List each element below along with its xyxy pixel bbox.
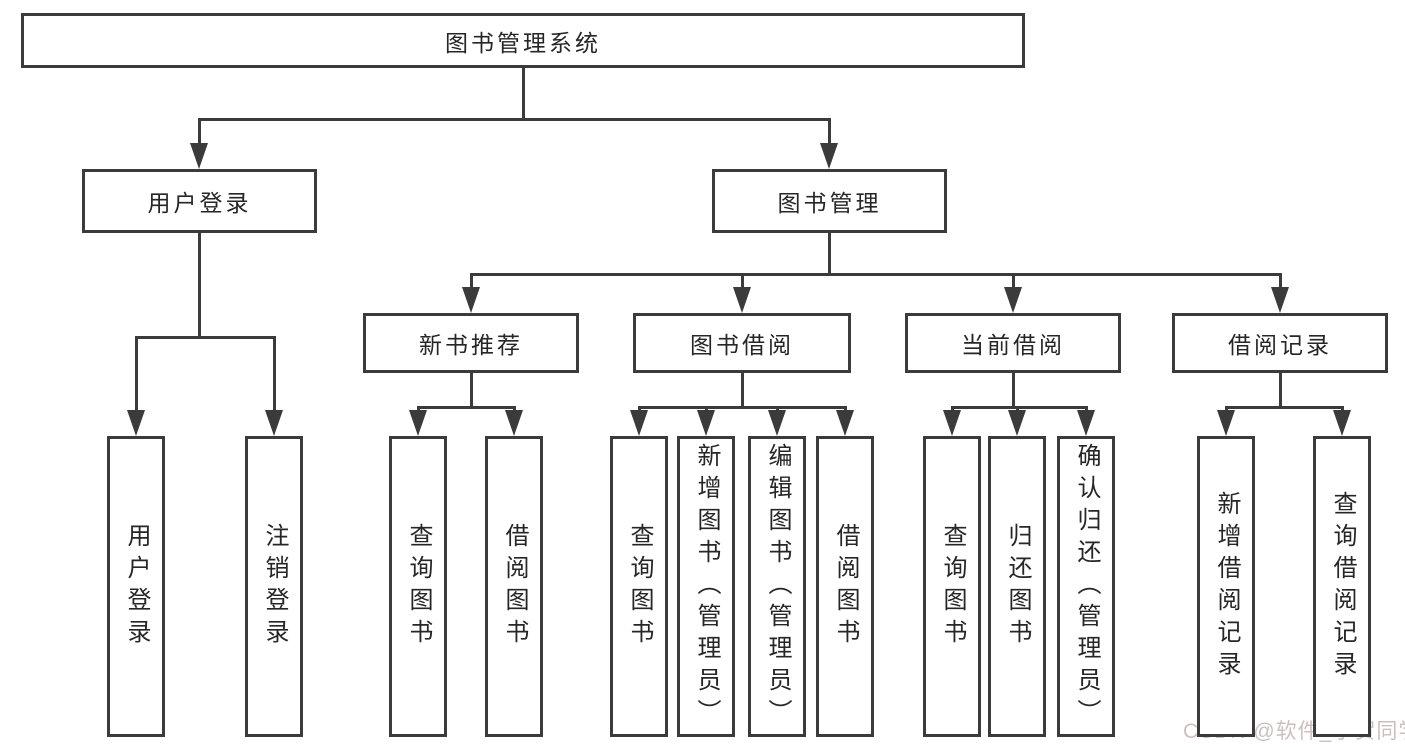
node-return-books: 归还图书 bbox=[988, 436, 1046, 737]
connector-arrowhead bbox=[820, 143, 838, 169]
connector-arrowhead bbox=[127, 410, 145, 436]
node-borrow-books-1: 借阅图书 bbox=[485, 436, 543, 737]
node-label: 归还图书 bbox=[1004, 522, 1031, 651]
node-add-borrow-record: 新增借阅记录 bbox=[1197, 436, 1255, 737]
node-label: 确认归还（管理员） bbox=[1073, 442, 1100, 731]
node-query-books-2: 查询图书 bbox=[610, 436, 668, 737]
node-label: 查询借阅记录 bbox=[1329, 490, 1356, 683]
node-edit-books-admin: 编辑图书（管理员） bbox=[748, 436, 806, 737]
connector-arrowhead bbox=[1217, 410, 1235, 436]
connector-arrowhead bbox=[1008, 410, 1026, 436]
node-label: 图书管理 bbox=[777, 190, 882, 216]
node-book-management: 图书管理 bbox=[712, 169, 947, 233]
connector-arrowhead bbox=[1077, 410, 1095, 436]
connector-line bbox=[469, 373, 473, 409]
node-new-book-recommend: 新书推荐 bbox=[363, 313, 579, 373]
connector-arrowhead bbox=[943, 410, 961, 436]
node-label: 查询图书 bbox=[626, 522, 653, 651]
connector-arrowhead bbox=[697, 410, 715, 436]
node-label: 查询图书 bbox=[405, 522, 432, 651]
connector-arrowhead bbox=[190, 143, 208, 169]
connector-line bbox=[740, 373, 744, 409]
connector-line bbox=[134, 336, 138, 430]
node-label: 借阅记录 bbox=[1228, 332, 1332, 358]
node-current-borrowing: 当前借阅 bbox=[905, 313, 1121, 373]
connector-line bbox=[1224, 406, 1344, 409]
node-label: 图书借阅 bbox=[690, 332, 794, 358]
node-label: 查询图书 bbox=[939, 522, 966, 651]
connector-line bbox=[1011, 373, 1015, 409]
node-query-books-1: 查询图书 bbox=[389, 436, 447, 737]
connector-arrowhead bbox=[462, 287, 480, 313]
connector-line bbox=[950, 406, 1088, 409]
node-label: 新增借阅记录 bbox=[1213, 490, 1240, 683]
connector-line bbox=[134, 336, 276, 339]
connector-line bbox=[827, 118, 831, 163]
connector-arrowhead bbox=[836, 410, 854, 436]
node-label: 用户登录 bbox=[123, 522, 150, 651]
node-root: 图书管理系统 bbox=[21, 13, 1025, 68]
node-label: 用户登录 bbox=[147, 190, 252, 216]
node-label: 新书推荐 bbox=[419, 332, 523, 358]
connector-arrowhead bbox=[733, 287, 751, 313]
connector-arrowhead bbox=[505, 410, 523, 436]
connector-arrowhead bbox=[768, 410, 786, 436]
node-logout-leaf: 注销登录 bbox=[245, 436, 303, 737]
connector-line bbox=[521, 68, 525, 121]
node-add-books-admin: 新增图书（管理员） bbox=[677, 436, 735, 737]
node-label: 编辑图书（管理员） bbox=[764, 442, 791, 731]
node-label: 借阅图书 bbox=[832, 522, 859, 651]
node-user-login-leaf: 用户登录 bbox=[107, 436, 165, 737]
node-book-borrowing: 图书借阅 bbox=[633, 313, 851, 373]
connector-arrowhead bbox=[630, 410, 648, 436]
node-borrowing-records: 借阅记录 bbox=[1172, 313, 1388, 373]
connector-line bbox=[197, 233, 201, 339]
connector-arrowhead bbox=[409, 410, 427, 436]
node-label: 注销登录 bbox=[261, 522, 288, 651]
node-borrow-books-2: 借阅图书 bbox=[816, 436, 874, 737]
connector-line bbox=[197, 118, 831, 121]
connector-line bbox=[827, 233, 831, 276]
connector-line bbox=[637, 406, 847, 409]
node-label: 借阅图书 bbox=[501, 522, 528, 651]
node-label: 图书管理系统 bbox=[445, 29, 601, 56]
connector-arrowhead bbox=[265, 410, 283, 436]
connector-line bbox=[272, 336, 276, 430]
node-query-books-3: 查询图书 bbox=[923, 436, 981, 737]
connector-line bbox=[1278, 373, 1282, 409]
node-user-login: 用户登录 bbox=[82, 169, 317, 233]
node-query-borrow-record: 查询借阅记录 bbox=[1313, 436, 1371, 737]
node-label: 当前借阅 bbox=[961, 332, 1065, 358]
connector-arrowhead bbox=[1004, 287, 1022, 313]
connector-arrowhead bbox=[1271, 287, 1289, 313]
node-confirm-return-admin: 确认归还（管理员） bbox=[1057, 436, 1115, 737]
connector-line bbox=[469, 273, 1282, 276]
node-label: 新增图书（管理员） bbox=[693, 442, 720, 731]
connector-line bbox=[197, 118, 201, 163]
connector-line bbox=[416, 406, 516, 409]
connector-arrowhead bbox=[1333, 410, 1351, 436]
